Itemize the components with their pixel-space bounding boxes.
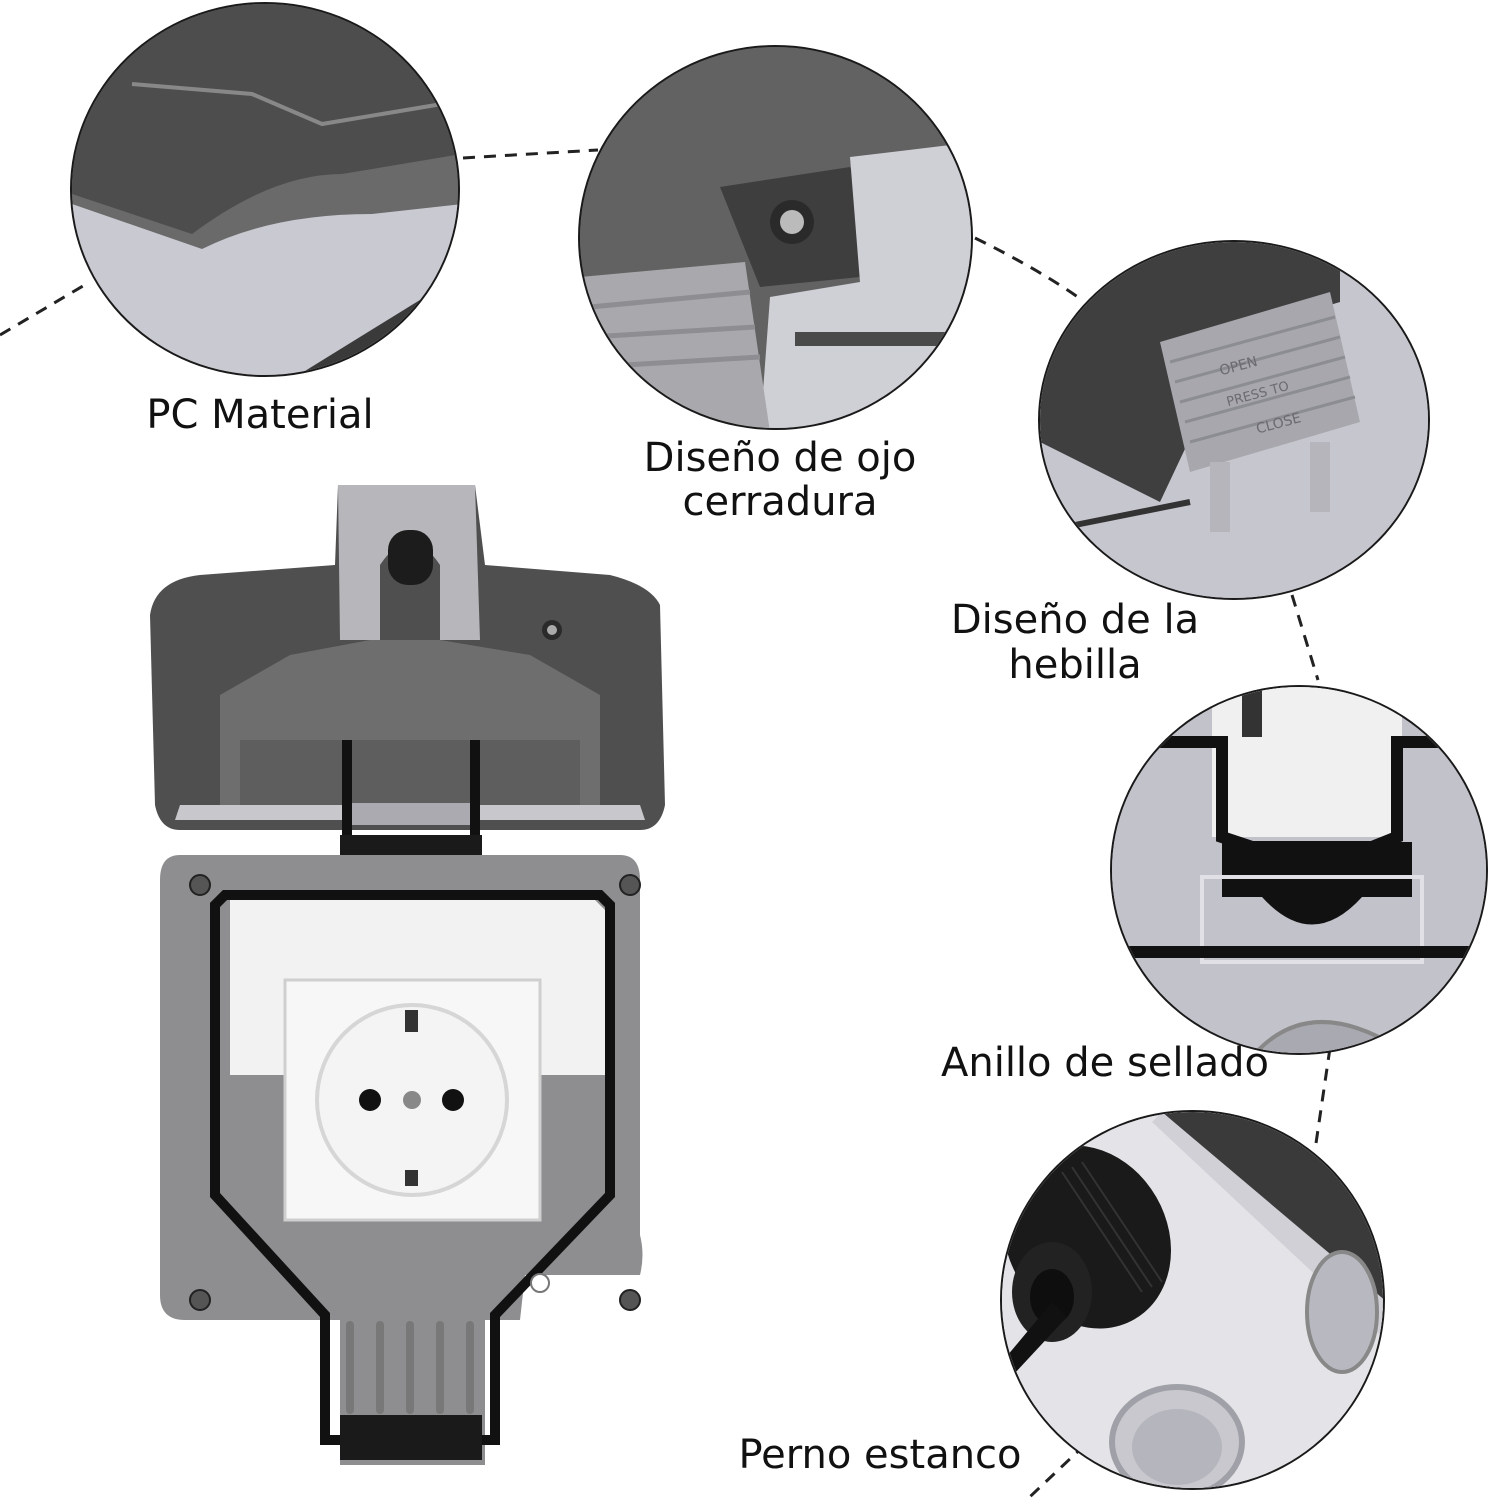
socket-base [160, 835, 643, 1465]
label-buckle-line2: hebilla [1008, 642, 1142, 688]
detail-circle-buckle: OPEN PRESS TO CLOSE [1038, 240, 1430, 600]
product-socket-main [140, 475, 680, 1495]
label-lock-eye-line1: Diseño de ojo [643, 435, 917, 481]
label-waterproof-bolt: Perno estanco [738, 1432, 1022, 1478]
label-buckle-line1: Diseño de la [950, 597, 1200, 643]
detail-circle-lock-eye [578, 45, 973, 430]
detail-circle-sealing-ring [1110, 685, 1488, 1055]
label-sealing-ring: Anillo de sellado [940, 1040, 1269, 1086]
detail-circle-pc-material [70, 2, 460, 377]
lid [150, 485, 665, 840]
label-pc-material: PC Material [146, 392, 374, 438]
detail-circle-waterproof-bolt [1000, 1110, 1385, 1490]
label-lock-eye-line2: cerradura [682, 479, 878, 525]
